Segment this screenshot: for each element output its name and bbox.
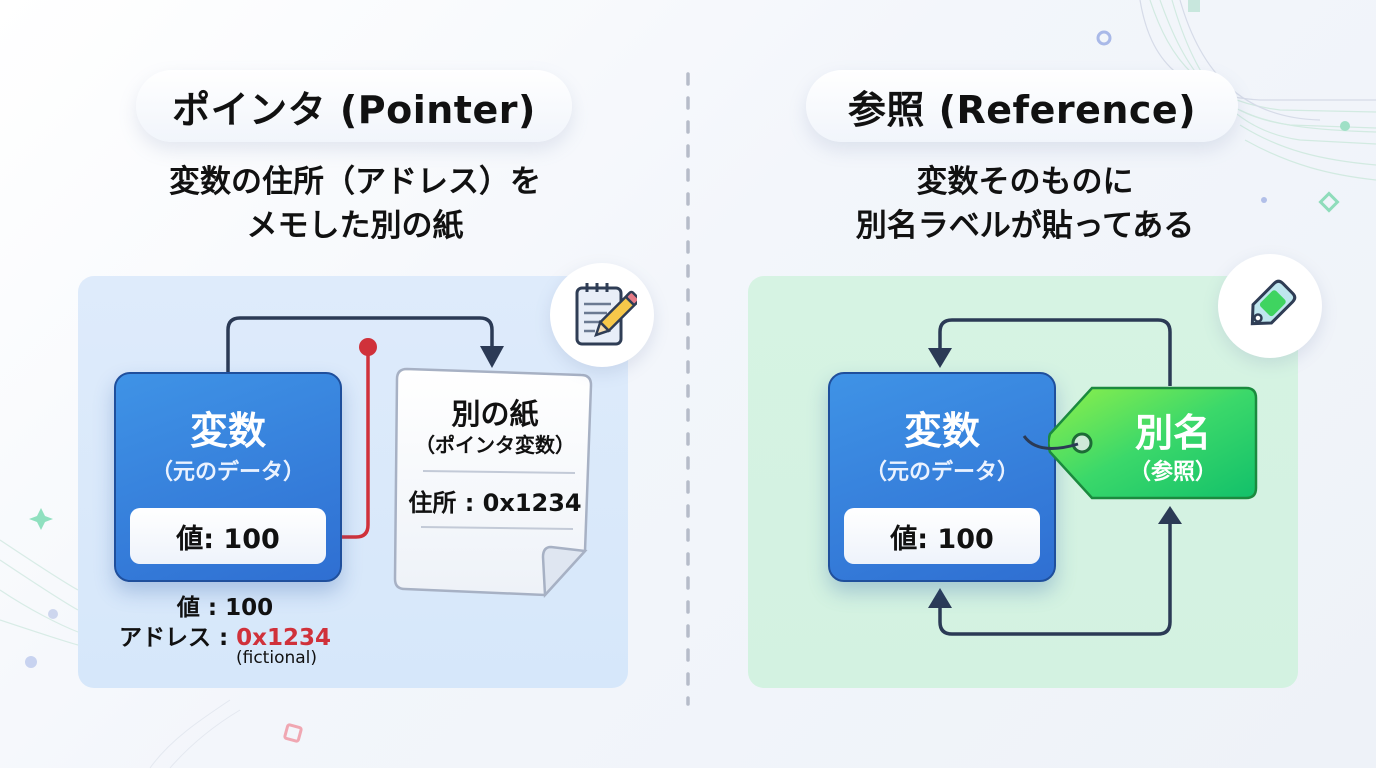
variable-value-text: 値: 100 bbox=[176, 523, 280, 555]
tag-string bbox=[1022, 435, 1079, 450]
caption-fictional-note: (fictional) bbox=[236, 648, 318, 668]
variable-value: 値: 100 bbox=[844, 508, 1040, 564]
address-link-line bbox=[312, 348, 370, 539]
pointer-variable-box: 変数 （元のデータ） 値: 100 bbox=[114, 372, 342, 582]
alias-tag-subtitle: （参照） bbox=[1128, 460, 1217, 485]
reference-subtitle-line2: 別名ラベルが貼ってある bbox=[855, 208, 1195, 244]
pointer-subtitle: 変数の住所（アドレス）を メモした別の紙 bbox=[100, 160, 610, 248]
ring-decoration bbox=[1096, 30, 1112, 46]
alias-tag: 別名 （参照） bbox=[1048, 386, 1258, 500]
paper-subtitle: （ポインタ変数） bbox=[415, 433, 575, 457]
caption-address: アドレス : 0x1234 bbox=[100, 618, 350, 652]
pointer-arrow-line bbox=[226, 316, 494, 372]
variable-value-text: 値: 100 bbox=[890, 523, 994, 555]
caption-value: 値 : 100 bbox=[176, 595, 274, 621]
notepad-pencil-icon bbox=[575, 283, 637, 346]
variable-title: 変数 bbox=[189, 409, 266, 453]
variable-subtitle: （元のデータ） bbox=[150, 460, 305, 485]
reference-title-text: 参照 (Reference) bbox=[847, 87, 1197, 132]
reference-subtitle: 変数そのものに 別名ラベルが貼ってある bbox=[770, 160, 1280, 248]
reference-arrow-top bbox=[938, 318, 1172, 386]
pointer-subtitle-line1: 変数の住所（アドレス）を bbox=[169, 164, 541, 200]
address-link-dot bbox=[359, 338, 377, 356]
pointer-subtitle-line2: メモした別の紙 bbox=[246, 208, 464, 244]
tag-icon bbox=[1250, 279, 1297, 326]
reference-title: 参照 (Reference) bbox=[806, 70, 1238, 142]
pointer-arrowhead bbox=[480, 346, 504, 368]
caption-address-label: アドレス : bbox=[118, 625, 237, 651]
caption-address-value: 0x1234 bbox=[236, 625, 332, 651]
paper-address: 住所 : 0x1234 bbox=[408, 489, 582, 517]
variable-subtitle: （元のデータ） bbox=[864, 460, 1019, 485]
paper-title: 別の紙 bbox=[451, 397, 539, 431]
reference-arrowhead-bottom bbox=[928, 588, 952, 608]
reference-arrowhead-tag bbox=[1158, 506, 1182, 524]
alias-tag-shape bbox=[1048, 386, 1258, 500]
pointer-title-text: ポインタ (Pointer) bbox=[172, 87, 536, 132]
pointer-paper: 別の紙 （ポインタ変数） 住所 : 0x1234 bbox=[393, 365, 595, 605]
paper-sheet-icon bbox=[393, 367, 593, 599]
pointer-title: ポインタ (Pointer) bbox=[136, 70, 572, 142]
reference-variable-box: 変数 （元のデータ） 値: 100 bbox=[828, 372, 1056, 582]
variable-value: 値: 100 bbox=[130, 508, 326, 564]
reference-subtitle-line1: 変数そのものに bbox=[916, 164, 1134, 200]
tag-icon-badge bbox=[1218, 254, 1322, 358]
reference-arrow-bottom bbox=[938, 524, 1172, 636]
reference-arrowhead-top bbox=[928, 348, 952, 368]
variable-title: 変数 bbox=[903, 409, 980, 453]
notepad-icon-badge bbox=[550, 263, 654, 367]
alias-tag-title: 別名 bbox=[1134, 411, 1211, 455]
